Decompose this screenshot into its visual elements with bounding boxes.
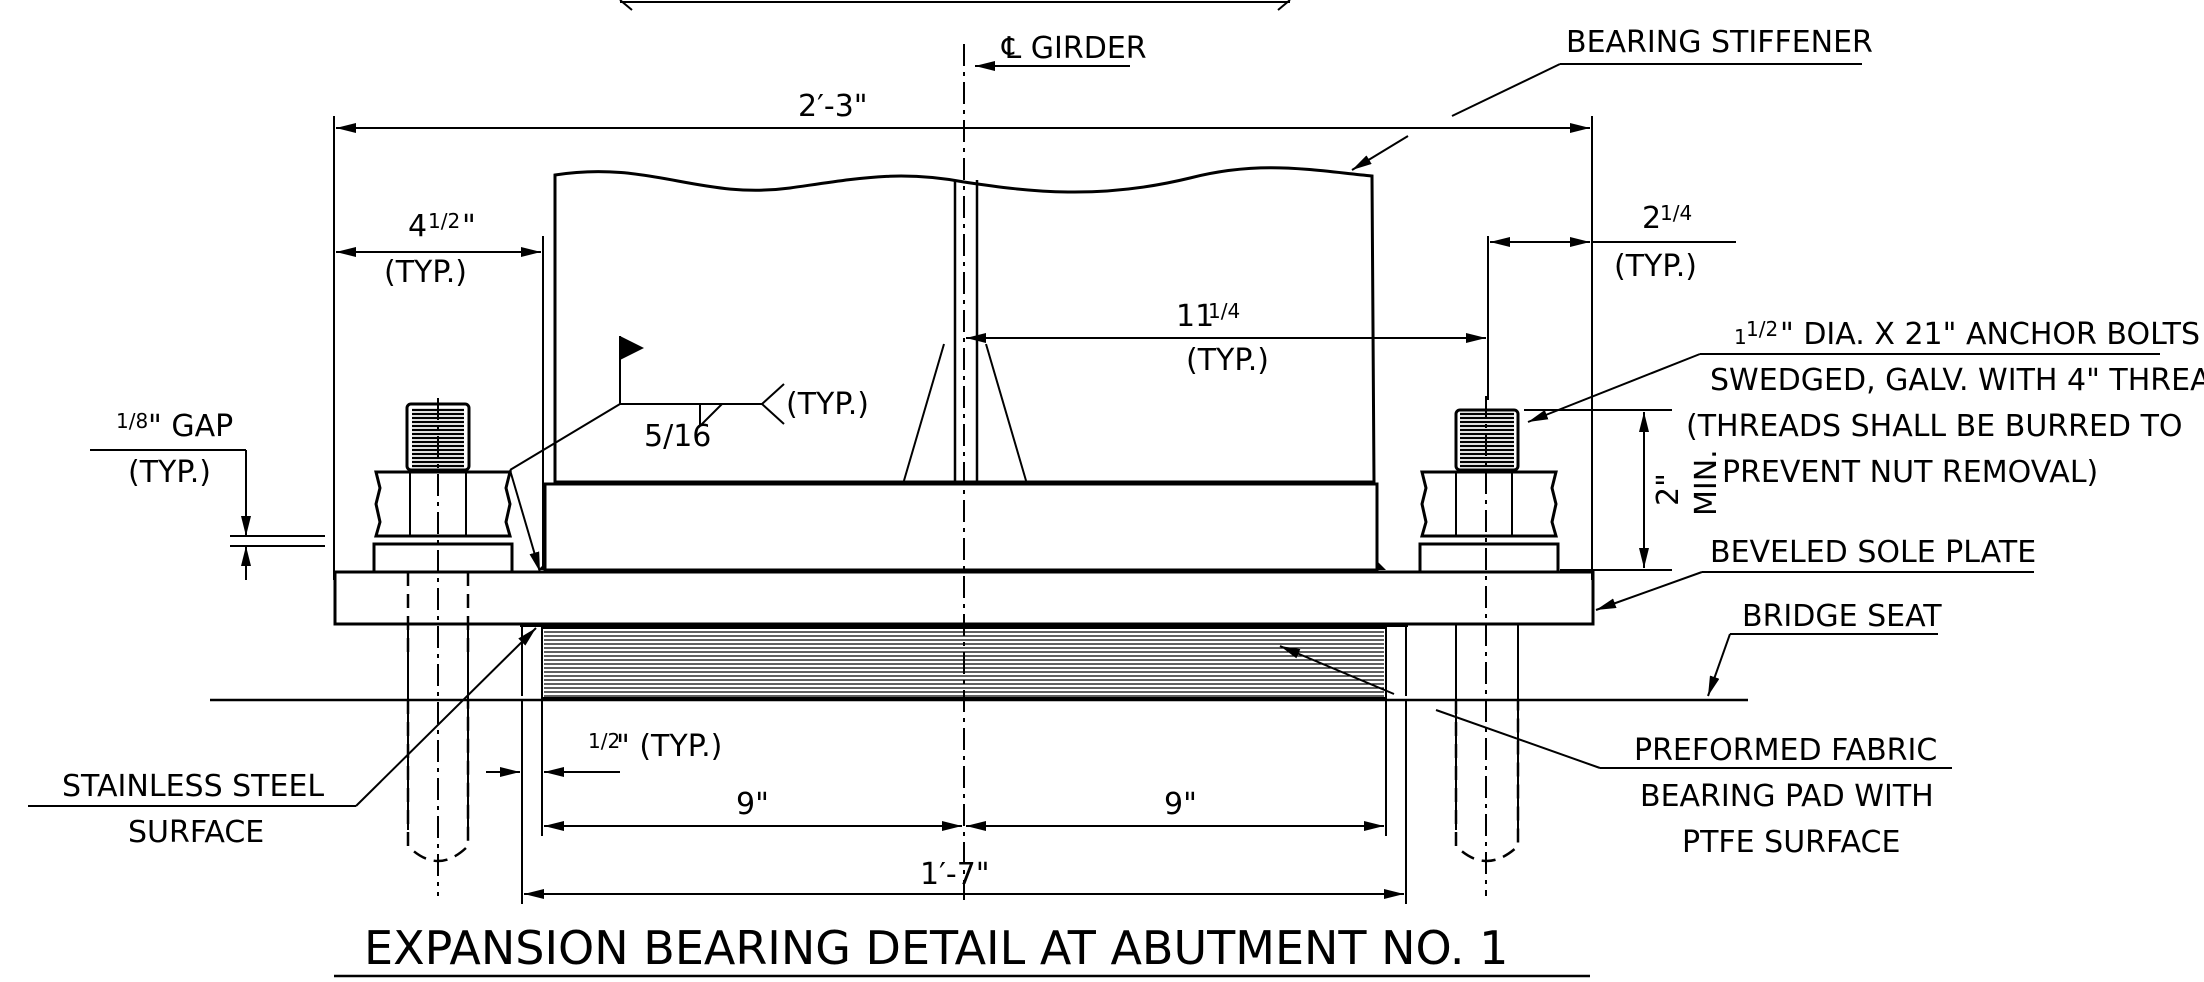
gap-label: " GAP bbox=[148, 409, 233, 444]
pad-line-2: BEARING PAD WITH bbox=[1640, 779, 1934, 814]
anchor-line-2: SWEDGED, GALV. WITH 4" THREAD bbox=[1710, 363, 2204, 398]
bridge-seat-callout: BRIDGE SEAT bbox=[1707, 599, 1942, 697]
weld-tail-typ: (TYP.) bbox=[786, 387, 869, 422]
weld-symbol: (TYP.) 5/16 bbox=[509, 336, 869, 573]
field-weld-flag-icon bbox=[620, 336, 644, 360]
stainless-steel-callout: STAINLESS STEEL SURFACE bbox=[28, 627, 537, 850]
anchor-line-4: PREVENT NUT REMOVAL) bbox=[1722, 455, 2098, 490]
drawing-title: EXPANSION BEARING DETAIL AT ABUTMENT NO.… bbox=[334, 921, 1590, 978]
dim-4-half: 4 1/2 " (TYP.) bbox=[336, 209, 544, 570]
half-typ-dimension: 1/2 " (TYP.) bbox=[486, 729, 722, 777]
anchor-frac-whole: 1 bbox=[1734, 325, 1747, 349]
dim-2-quarter: 2 1/4 (TYP.) bbox=[1487, 201, 1736, 400]
half-typ-label: " (TYP.) bbox=[616, 729, 722, 764]
weld-size-label: 5/16 bbox=[644, 419, 711, 454]
left-anchor-bolt bbox=[372, 398, 514, 896]
dim-9-9: 9" 9" bbox=[541, 700, 1387, 836]
bridge-seat-label: BRIDGE SEAT bbox=[1742, 599, 1942, 634]
bearing-stiffener-callout: BEARING STIFFENER bbox=[1351, 25, 1873, 171]
dim-11-quarter-frac: 1/4 bbox=[1208, 299, 1240, 323]
dim-9-left: 9" bbox=[736, 787, 769, 822]
cl-girder-label: ℄ GIRDER bbox=[1001, 31, 1147, 66]
stiffener-plate bbox=[553, 166, 1376, 485]
dim-2in-min: 2" MIN. bbox=[1524, 409, 1724, 571]
stainless-line-2: SURFACE bbox=[128, 815, 264, 850]
dim-2-quarter-whole: 2 bbox=[1642, 201, 1661, 236]
overall-width-dimension: 2′-3" bbox=[333, 89, 1593, 580]
overall-width-label: 2′-3" bbox=[798, 89, 868, 124]
girder-centerline: ℄ GIRDER bbox=[963, 31, 1147, 900]
dim-11-quarter-typ: (TYP.) bbox=[1186, 343, 1269, 378]
anchor-frac: 1/2 bbox=[1746, 317, 1778, 341]
beveled-sole-plate-callout: BEVELED SOLE PLATE bbox=[1595, 535, 2036, 611]
bearing-stiffener-label: BEARING STIFFENER bbox=[1566, 25, 1873, 60]
dim-2-quarter-typ: (TYP.) bbox=[1614, 249, 1697, 284]
dim-4-half-frac: 1/2 bbox=[428, 209, 460, 233]
dim-4-half-whole: 4 bbox=[408, 209, 427, 244]
right-anchor-bolt bbox=[1418, 396, 1560, 896]
masonry-plate bbox=[333, 570, 1595, 626]
anchor-line-1: " DIA. X 21" ANCHOR BOLTS bbox=[1780, 317, 2200, 352]
dim-4-half-unit: " bbox=[462, 209, 476, 244]
dim-2-quarter-frac: 1/4 bbox=[1660, 201, 1692, 225]
dim-min-label: MIN. bbox=[1689, 449, 1724, 516]
title-text: EXPANSION BEARING DETAIL AT ABUTMENT NO.… bbox=[364, 921, 1508, 975]
pad-line-3: PTFE SURFACE bbox=[1682, 825, 1900, 860]
dim-2in-label: 2" bbox=[1651, 473, 1686, 506]
dim-1-7-label: 1′-7" bbox=[920, 857, 990, 892]
sole-plate-upper bbox=[538, 482, 1386, 572]
anchor-bolt-callout: 1 1/2 " DIA. X 21" ANCHOR BOLTS SWEDGED,… bbox=[1527, 317, 2204, 490]
bearing-pad bbox=[520, 625, 1408, 699]
dim-11-quarter-whole: 11 bbox=[1176, 299, 1214, 334]
dim-1-7: 1′-7" bbox=[521, 700, 1407, 904]
pad-hatch bbox=[544, 631, 1384, 697]
gap-frac: 1/8 bbox=[116, 409, 148, 433]
anchor-line-3: (THREADS SHALL BE BURRED TO bbox=[1686, 409, 2183, 444]
gap-typ: (TYP.) bbox=[128, 455, 211, 490]
top-clipped-dimension bbox=[619, 0, 1291, 11]
gap-callout: 1/8 " GAP (TYP.) bbox=[90, 409, 325, 580]
half-typ-frac: 1/2 bbox=[588, 729, 620, 753]
fabric-pad-callout: PREFORMED FABRIC BEARING PAD WITH PTFE S… bbox=[1279, 645, 1952, 860]
dim-9-right: 9" bbox=[1164, 787, 1197, 822]
beveled-sole-plate-label: BEVELED SOLE PLATE bbox=[1710, 535, 2036, 570]
dim-11-quarter: 11 1/4 (TYP.) bbox=[966, 299, 1486, 378]
pad-line-1: PREFORMED FABRIC bbox=[1634, 733, 1937, 768]
dim-4-half-typ: (TYP.) bbox=[384, 255, 467, 290]
stainless-line-1: STAINLESS STEEL bbox=[62, 769, 324, 804]
